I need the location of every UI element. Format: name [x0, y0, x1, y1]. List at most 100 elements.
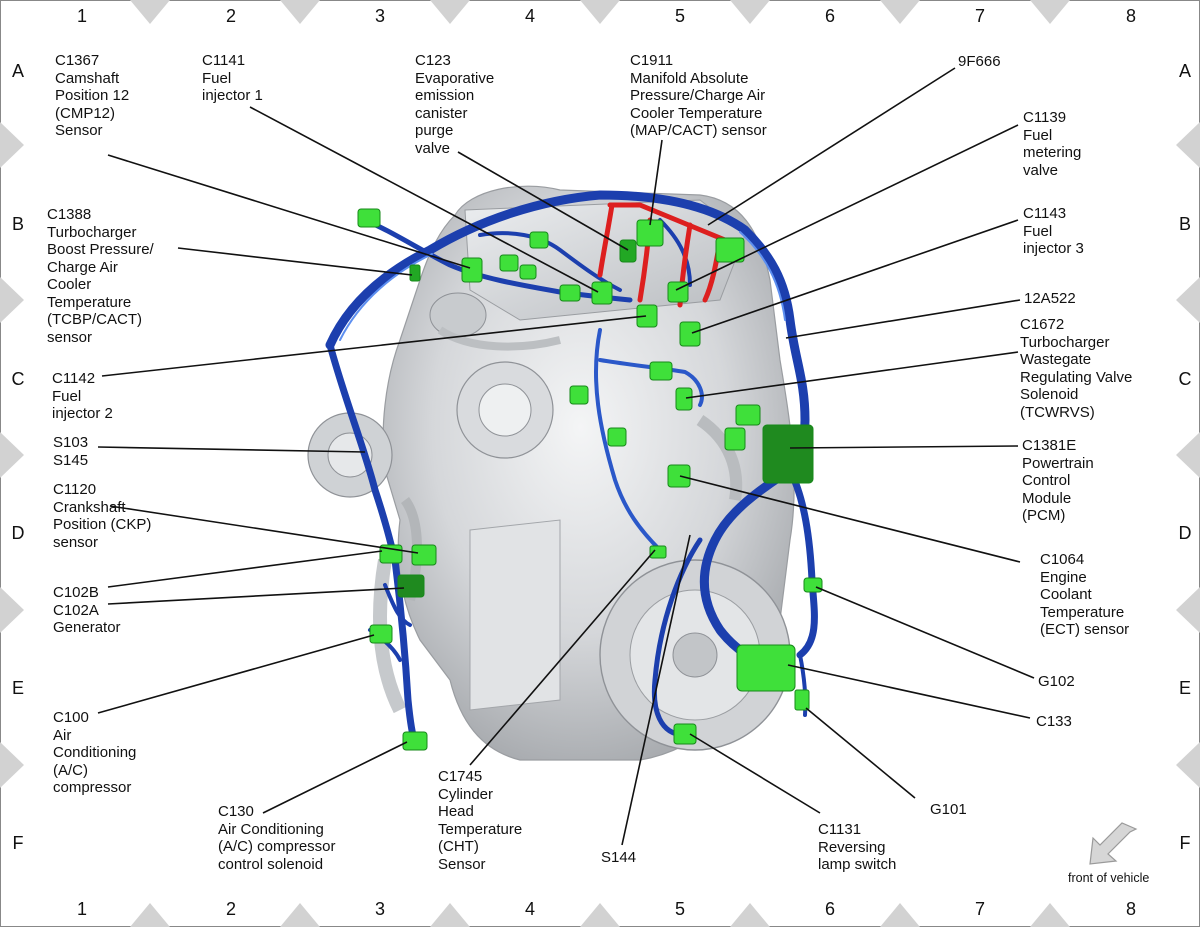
column-label-bottom: 7 [974, 899, 985, 919]
label-c1672: C1672 Turbocharger Wastegate Regulating … [1020, 316, 1133, 421]
row-label-right: C [1178, 369, 1192, 389]
label-c1367: C1367 Camshaft Position 12 (CMP12) Senso… [55, 52, 130, 139]
leader-c1143 [691, 219, 1019, 334]
leader-c133 [787, 664, 1031, 719]
leader-c130 [262, 741, 408, 814]
column-label-top: 3 [374, 6, 385, 26]
connector [519, 264, 537, 280]
marker-top [430, 0, 470, 24]
row-label-left: F [12, 833, 24, 853]
label-c1142: C1142 Fuel injector 2 [52, 370, 113, 422]
connector [673, 723, 697, 745]
column-label-bottom: 3 [374, 899, 385, 919]
harness-highlight [739, 231, 786, 321]
connector [529, 231, 549, 249]
leader-c1141 [249, 106, 599, 293]
connector [649, 545, 667, 559]
row-label-right: B [1178, 214, 1191, 234]
manifold-runner [437, 326, 561, 351]
row-label-left: E [11, 678, 24, 698]
leader-c1911 [649, 139, 663, 226]
leader-c1064 [679, 475, 1021, 563]
generator-branch [383, 583, 412, 627]
column-label-top: 2 [225, 6, 236, 26]
column-label-bottom: 6 [824, 899, 835, 919]
leader-s103 [97, 446, 366, 453]
marker-right [1176, 742, 1200, 788]
marker-left [0, 587, 24, 633]
column-label-top: 6 [824, 6, 835, 26]
connector [724, 427, 746, 451]
connector [591, 281, 613, 305]
leader-c1367 [107, 154, 471, 269]
turbo-inlet [478, 383, 532, 437]
column-label-top: 8 [1125, 6, 1136, 26]
connector [369, 624, 393, 644]
column-label-bottom: 8 [1125, 899, 1136, 919]
connector [619, 239, 637, 263]
label-c1120: C1120 Crankshaft Position (CKP) sensor [53, 481, 152, 551]
connector [409, 264, 421, 282]
metering-branch [658, 218, 692, 287]
label-c1381e: C1381E Powertrain Control Module (PCM) [1022, 437, 1094, 524]
label-12a522: 12A522 [1024, 290, 1076, 307]
leader-c1139 [675, 124, 1019, 291]
marker-bottom [880, 903, 920, 927]
row-label-left: D [11, 523, 25, 543]
label-g101: G101 [930, 801, 967, 818]
marker-left [0, 742, 24, 788]
leader-c1388 [177, 247, 413, 276]
block-panel [469, 519, 561, 711]
label-c1745: C1745 Cylinder Head Temperature (CHT) Se… [438, 768, 523, 873]
marker-top [580, 0, 620, 24]
leader-c102a [107, 587, 405, 605]
marker-bottom [130, 903, 170, 927]
marker-top [880, 0, 920, 24]
engine-illustration [307, 185, 795, 761]
leader-c100 [97, 634, 375, 714]
connector [675, 387, 693, 411]
row-label-right: A [1178, 61, 1191, 81]
leader-c1142 [101, 315, 647, 377]
column-label-bottom: 4 [524, 899, 535, 919]
g101-branch [798, 653, 808, 717]
column-label-top: 7 [974, 6, 985, 26]
row-label-left: B [11, 214, 24, 234]
marker-right [1176, 432, 1200, 478]
leader-g101 [805, 707, 916, 799]
connector [402, 731, 428, 751]
column-label-bottom: 1 [76, 899, 87, 919]
leader-c1672 [685, 351, 1019, 399]
label-c1911: C1911 Manifold Absolute Pressure/Charge … [630, 52, 767, 139]
connector [794, 689, 810, 711]
intake-part [429, 292, 487, 338]
red-harness-drop-1 [597, 202, 615, 278]
marker-right [1176, 587, 1200, 633]
connector [569, 385, 589, 405]
label-c1131: C1131 Reversing lamp switch [818, 821, 897, 873]
marker-bottom [430, 903, 470, 927]
red-harness-upper [607, 202, 728, 243]
label-c1064: C1064 Engine Coolant Temperature (ECT) s… [1040, 551, 1130, 638]
connector [649, 361, 673, 381]
connector [735, 404, 761, 426]
row-label-right: E [1178, 678, 1191, 698]
leader-9f666 [707, 67, 956, 226]
front-arrow-shape [1089, 822, 1138, 865]
leader-g102 [815, 586, 1035, 679]
pcm-connector [762, 424, 814, 484]
connector [636, 304, 658, 328]
label-c123: C123 Evaporative emission canister purge… [415, 52, 495, 157]
label-c102-generator: C102B C102A Generator [53, 584, 121, 636]
leader-c1120 [109, 505, 419, 554]
main-harness-trunk [325, 190, 810, 475]
label-c130: C130 Air Conditioning (A/C) compressor c… [218, 803, 336, 873]
c133-connector [736, 644, 796, 692]
reversing-lamp-branch [651, 537, 703, 738]
label-c100: C100 Air Conditioning (A/C) compressor [53, 709, 137, 796]
front-arrow-icon [1089, 822, 1138, 865]
marker-left [0, 122, 24, 168]
leader-lines [97, 67, 1035, 846]
flywheel-hub [672, 632, 718, 678]
marker-right [1176, 122, 1200, 168]
